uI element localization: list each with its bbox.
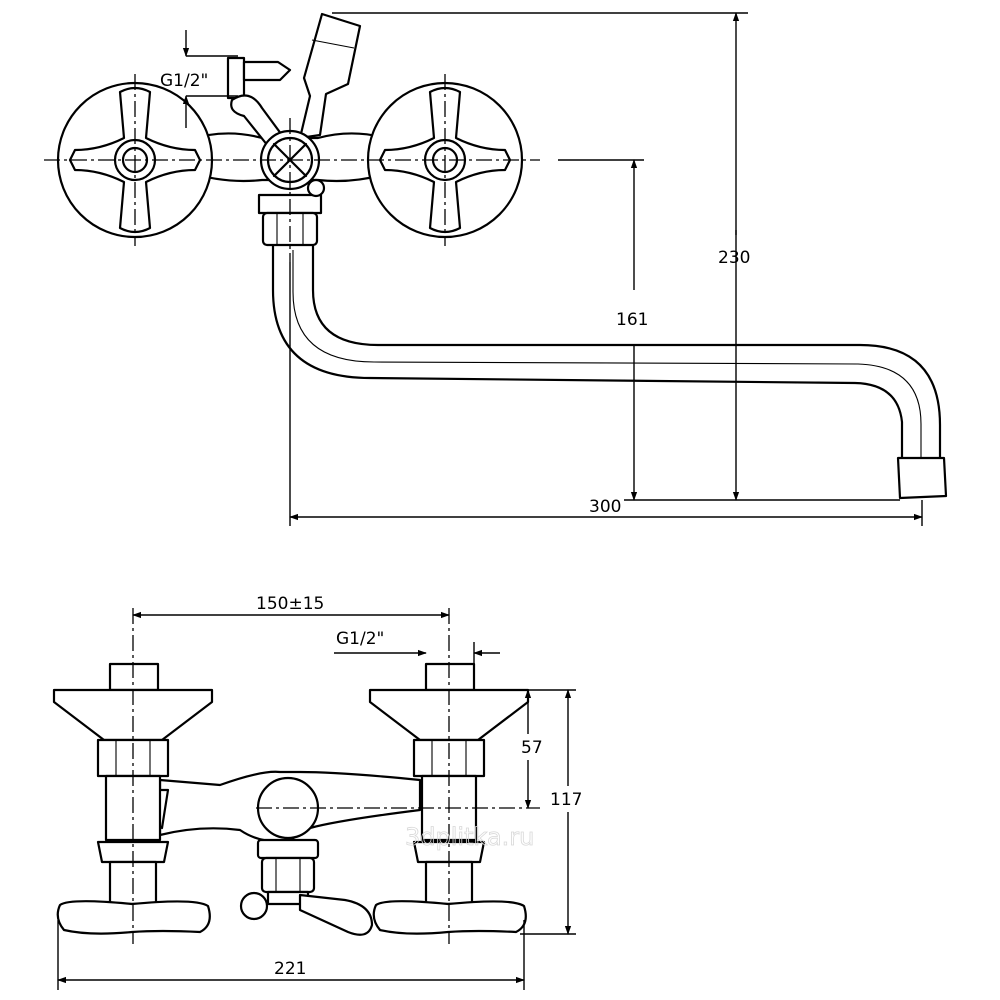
front-spout-nut bbox=[256, 838, 320, 906]
side-thread-dimension: G1/2" bbox=[160, 30, 238, 128]
total-width-label: 221 bbox=[274, 959, 306, 979]
front-diverter-knob bbox=[239, 891, 269, 921]
body-height-dimension: 57 bbox=[518, 689, 548, 809]
side-view: G1/2" 230 161 300 bbox=[44, 12, 948, 526]
total-width-dimension: 221 bbox=[57, 920, 525, 990]
spout-pipe bbox=[271, 243, 948, 500]
spout-height-dimension: 161 bbox=[558, 159, 648, 501]
front-thread-label: G1/2" bbox=[336, 629, 384, 649]
center-distance-dimension: 150±15 bbox=[132, 590, 450, 619]
total-height-dimension-front: 117 bbox=[520, 689, 586, 935]
shower-outlet bbox=[226, 12, 362, 140]
spout-reach-label: 300 bbox=[589, 497, 621, 517]
watermark: 3dplitka.ru bbox=[405, 823, 534, 851]
front-view: 150±15 G1/2" 57 117 2 bbox=[52, 590, 586, 990]
side-thread-label: G1/2" bbox=[160, 71, 208, 91]
center-distance-label: 150±15 bbox=[256, 594, 324, 614]
total-height-label-side: 230 bbox=[718, 248, 750, 268]
spout-aerator-tip bbox=[896, 456, 948, 500]
total-height-dimension-side: 230 bbox=[332, 12, 750, 501]
spout-height-label: 161 bbox=[616, 310, 648, 330]
diverter-knob bbox=[306, 178, 326, 198]
front-thread-dimension: G1/2" bbox=[334, 629, 500, 664]
front-diverter-lever bbox=[298, 893, 374, 936]
total-height-label-front: 117 bbox=[550, 790, 582, 810]
body-height-label: 57 bbox=[521, 738, 543, 758]
spout-reach-dimension: 300 bbox=[289, 262, 923, 526]
